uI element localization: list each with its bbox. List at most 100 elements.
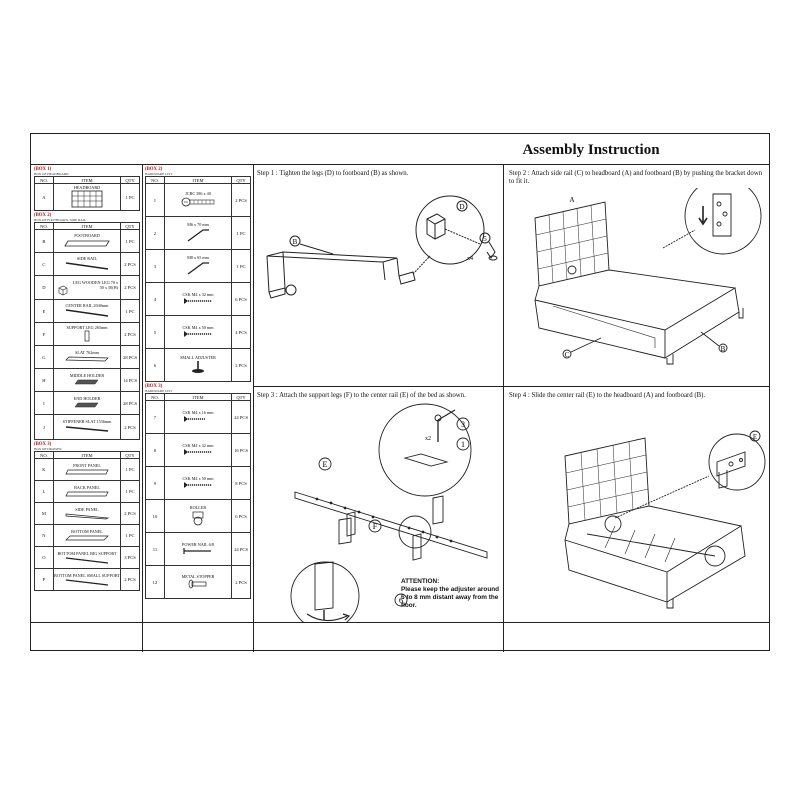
col-header: ITEM bbox=[52, 176, 122, 184]
divider bbox=[142, 164, 143, 652]
stopper-icon bbox=[188, 579, 207, 589]
part-qty: 8 PCS bbox=[231, 466, 251, 500]
divider bbox=[31, 622, 769, 623]
part-no: E bbox=[34, 299, 54, 323]
part-no: F bbox=[34, 322, 54, 346]
part-item: LEG WOODEN LEG 70 x 50 x 50(H) bbox=[52, 275, 122, 300]
part-no: G bbox=[34, 345, 54, 369]
page-title: Assembly Instruction bbox=[522, 142, 660, 158]
part-qty: 2 PCS bbox=[120, 414, 140, 440]
nail-icon bbox=[183, 548, 211, 554]
part-qty: 2 PCS bbox=[120, 502, 140, 525]
part-item: SIDE RAIL bbox=[52, 252, 122, 276]
part-qty: 1 PC bbox=[120, 524, 140, 547]
part-qty: 14 PCS bbox=[120, 368, 140, 392]
part-name: CSK M4 x 32 mm bbox=[182, 443, 214, 448]
part-item: METAL STOPPER bbox=[163, 565, 233, 599]
callout-b-label: B bbox=[721, 345, 726, 353]
part-qty: 2 PCS bbox=[231, 565, 251, 599]
part-no: O bbox=[34, 546, 54, 569]
box-header: (BOX 3) bbox=[34, 442, 52, 447]
col-header: QTY bbox=[231, 176, 251, 184]
callout-c bbox=[562, 349, 572, 359]
quantity-label: x2 bbox=[425, 436, 431, 442]
part-item: CSK M4 x 16 mm bbox=[163, 400, 233, 434]
zoom-circle bbox=[415, 195, 485, 265]
callout-3 bbox=[456, 417, 470, 431]
part-item: STIFFENER SLAT 1536mm bbox=[52, 414, 122, 440]
col-header: ITEM bbox=[52, 222, 122, 230]
quantity-label: x4 bbox=[467, 256, 473, 262]
part-item: BOTTOM PANEL BIG SUPPORT bbox=[52, 546, 122, 569]
part-qty: 1 PC bbox=[231, 249, 251, 283]
col-header: ITEM bbox=[52, 451, 122, 459]
part-no: K bbox=[34, 458, 54, 481]
part-qty: 1 PC bbox=[120, 299, 140, 323]
screw-icon bbox=[183, 298, 212, 304]
part-no: 11 bbox=[145, 532, 165, 566]
part-name: SIDE RAIL bbox=[76, 256, 98, 261]
part-item: HEADBOARD bbox=[52, 183, 122, 211]
part-name: MIDDLE HOLDER bbox=[69, 373, 105, 378]
part-name: BOTTOM PANEL bbox=[71, 528, 103, 534]
callout-e-label: E bbox=[323, 460, 328, 469]
screw-icon bbox=[183, 331, 212, 337]
part-qty: 28 PCS bbox=[120, 345, 140, 369]
box-subheader: BOX OF FOOTBOARD, SIDE RAIL bbox=[34, 218, 86, 222]
part-name: CSK M4 x 32 mm bbox=[182, 292, 214, 297]
part-no: 3 bbox=[145, 249, 165, 283]
adjuster-icon bbox=[191, 361, 204, 373]
part-name: FOOTBOARD bbox=[74, 233, 100, 238]
part-name: LEG WOODEN LEG 70 x 50 x 50(H) bbox=[72, 279, 119, 290]
box-subheader: HARDWARE LIST bbox=[145, 389, 173, 393]
bottom-panel-icon bbox=[65, 535, 109, 540]
allen-key-icon bbox=[187, 229, 209, 242]
attention-body: Please keep the adjuster around 5 to 8 m… bbox=[401, 586, 500, 609]
divider bbox=[253, 386, 769, 387]
screw-icon bbox=[183, 416, 205, 422]
part-qty: 28 PCS bbox=[120, 391, 140, 415]
front-panel-icon bbox=[65, 469, 109, 474]
part-qty: 3 PCS bbox=[120, 546, 140, 569]
slat-icon bbox=[65, 356, 109, 362]
col-header: QTY bbox=[231, 393, 251, 401]
part-no: 9 bbox=[145, 466, 165, 500]
col-header: ITEM bbox=[163, 176, 233, 184]
part-name: BOTTOM PANEL SMALL SUPPORT bbox=[54, 572, 120, 578]
callout-c-label: C bbox=[565, 351, 570, 359]
part-qty: 6 PCS bbox=[231, 282, 251, 316]
part-item: M6 x 70 mm bbox=[163, 216, 233, 250]
part-no: H bbox=[34, 368, 54, 392]
step-4-text: Step 4 : Slide the center rail (E) to th… bbox=[509, 392, 706, 399]
table-row: H MIDDLE HOLDER 14 PCS bbox=[34, 368, 140, 392]
col-header: NO. bbox=[145, 393, 165, 401]
callout-5 bbox=[479, 232, 491, 244]
support-leg-icon bbox=[84, 330, 90, 342]
callout-d bbox=[456, 200, 468, 212]
part-qty: 2 PCS bbox=[120, 252, 140, 276]
part-qty: 2 PCS bbox=[120, 275, 140, 300]
part-qty: 1 PC bbox=[231, 216, 251, 250]
step-2-text: Step 2 : Attach side rail (C) to headboa… bbox=[509, 170, 763, 185]
part-item: CSK M4 x 50 mm bbox=[163, 466, 233, 500]
part-no: 2 bbox=[145, 216, 165, 250]
stiffener-slat-icon bbox=[65, 426, 109, 432]
part-item: M8 x 65 mm bbox=[163, 249, 233, 283]
attention-title: ATTENTION: bbox=[401, 578, 440, 585]
divider bbox=[503, 164, 504, 652]
